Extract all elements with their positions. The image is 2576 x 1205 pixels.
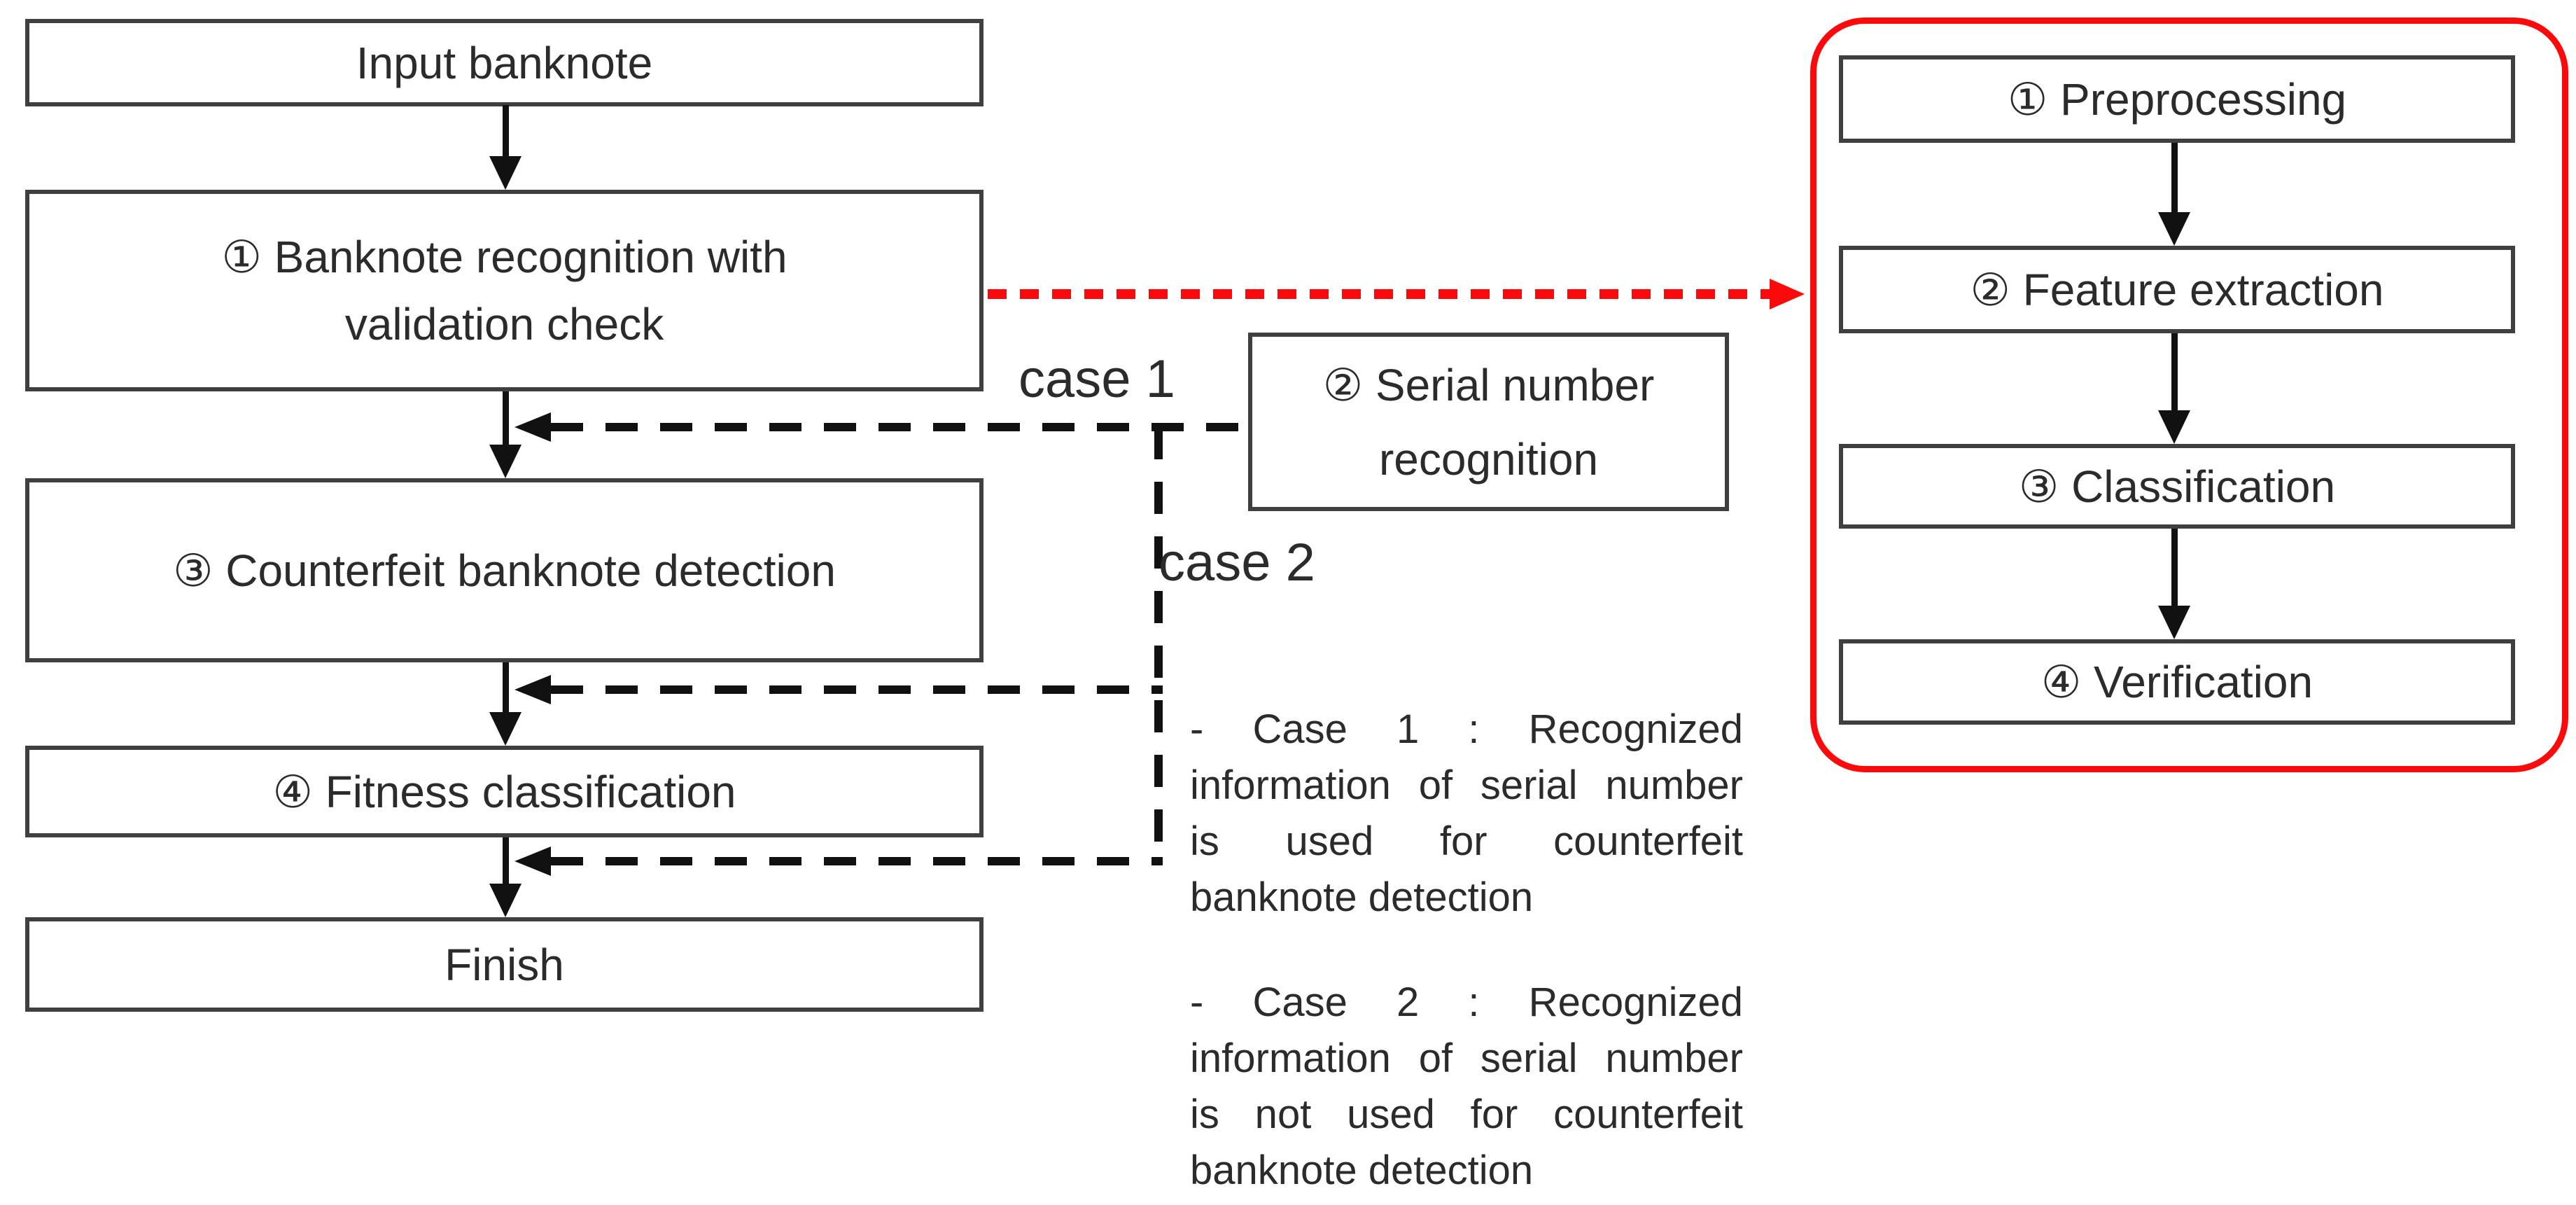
flow-arrow-counterfeit-to-fitness: [503, 662, 509, 718]
feature-extraction-label: ② Feature extraction: [1970, 264, 2384, 315]
flow-arrow-fitness-to-finish: [503, 837, 509, 890]
preprocessing-label: ① Preprocessing: [2007, 74, 2347, 125]
case1-annotation: - Case 1 : Recognized information of ser…: [1190, 702, 1743, 926]
fitness-classification-box: ④ Fitness classification: [25, 746, 983, 837]
case1-annotation-line4: banknote detection: [1190, 875, 1534, 920]
red-dashed-arrow-line: [988, 289, 1770, 299]
verification-box: ④ Verification: [1839, 639, 2515, 725]
banknote-recognition-label-line1: ① Banknote recognition with: [221, 232, 788, 282]
verification-label: ④ Verification: [2040, 657, 2314, 707]
arrowhead-classification-to-verification: [2158, 606, 2190, 639]
flow-arrow-preprocessing-to-feature: [2171, 143, 2178, 216]
arrowhead-counterfeit-to-fitness: [489, 712, 522, 746]
preprocessing-box: ① Preprocessing: [1839, 55, 2515, 143]
vertical-dashed-connector: [1154, 427, 1163, 865]
flow-arrow-recognition-to-counterfeit: [503, 391, 509, 451]
serial-number-label-line1: ② Serial number: [1322, 359, 1655, 410]
case1-label: case 1: [1018, 349, 1175, 409]
case2-dashed-arrowhead: [514, 675, 551, 704]
feature-extraction-box: ② Feature extraction: [1839, 246, 2515, 333]
counterfeit-detection-label: ③ Counterfeit banknote detection: [173, 545, 836, 596]
flow-arrow-input-to-recognition: [503, 105, 509, 161]
input-banknote-box: Input banknote: [25, 19, 983, 106]
fitness-classification-label: ④ Fitness classification: [272, 766, 736, 817]
classification-box: ③ Classification: [1839, 444, 2515, 529]
classification-label: ③ Classification: [2018, 461, 2336, 512]
case2-annotation-line4: banknote detection: [1190, 1148, 1534, 1193]
finish-dashed-line: [551, 857, 1163, 865]
case2-annotation: - Case 2 : Recognized information of ser…: [1190, 975, 1743, 1199]
arrowhead-fitness-to-finish: [489, 884, 522, 917]
counterfeit-detection-box: ③ Counterfeit banknote detection: [25, 478, 983, 662]
flow-arrow-feature-to-classification: [2171, 333, 2178, 414]
serial-number-box: ② Serial number recognition: [1248, 333, 1729, 511]
case2-dashed-line: [551, 685, 1163, 694]
case2-label: case 2: [1158, 533, 1315, 592]
input-banknote-label: Input banknote: [356, 37, 653, 88]
case1-annotation-line2: information of serial number: [1190, 762, 1743, 808]
arrowhead-feature-to-classification: [2158, 410, 2190, 444]
finish-box: Finish: [25, 917, 983, 1012]
serial-number-label-line2: recognition: [1378, 433, 1599, 485]
banknote-recognition-label-line2: validation check: [344, 299, 664, 349]
arrowhead-recognition-to-counterfeit: [489, 445, 522, 478]
case2-annotation-line2: information of serial number: [1190, 1036, 1743, 1081]
case2-annotation-line1: - Case 2 : Recognized: [1190, 980, 1743, 1025]
finish-label: Finish: [444, 939, 564, 990]
case1-annotation-line3: is used for counterfeit: [1190, 819, 1743, 864]
flow-arrow-classification-to-verification: [2171, 529, 2178, 609]
case1-annotation-line1: - Case 1 : Recognized: [1190, 706, 1743, 752]
arrowhead-preprocessing-to-feature: [2158, 212, 2190, 246]
case3-dashed-arrowhead: [514, 847, 551, 876]
case1-dashed-line: [551, 423, 1248, 431]
red-dashed-arrowhead: [1770, 279, 1805, 309]
case2-annotation-line3: is not used for counterfeit: [1190, 1092, 1743, 1137]
arrowhead-input-to-recognition: [489, 156, 522, 190]
case1-dashed-arrowhead: [514, 412, 551, 442]
banknote-recognition-box: ① Banknote recognition with validation c…: [25, 190, 983, 391]
